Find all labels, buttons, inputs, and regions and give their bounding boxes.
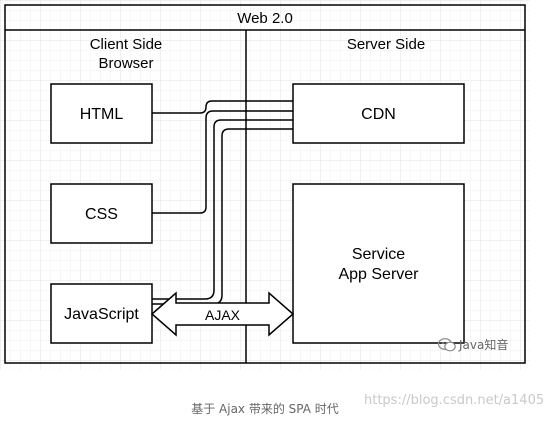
connector-css-cdn bbox=[152, 110, 293, 214]
connector-html-cdn bbox=[152, 100, 293, 114]
outer-frame bbox=[4, 4, 526, 364]
service-box-label-2: App Server bbox=[338, 266, 419, 283]
javascript-box bbox=[50, 283, 153, 344]
connector-js-cdn-1 bbox=[152, 119, 293, 300]
wechat-label: Java知音 bbox=[459, 338, 509, 352]
javascript-box-label: JavaScript bbox=[64, 306, 139, 323]
cdn-box bbox=[292, 83, 465, 144]
ajax-label: AJAX bbox=[205, 307, 241, 323]
server-header: Server Side bbox=[347, 36, 425, 53]
wechat-icon bbox=[437, 337, 456, 352]
html-box bbox=[50, 83, 153, 144]
client-header-line2: Browser bbox=[98, 55, 153, 72]
client-header-line1: Client Side bbox=[90, 36, 163, 53]
html-box-label: HTML bbox=[80, 106, 124, 123]
web2-diagram: Web 2.0 Client Side Browser Server Side … bbox=[0, 0, 530, 370]
watermark: https://blog.csdn.net/a1405 bbox=[364, 393, 544, 408]
diagram-title: Web 2.0 bbox=[237, 10, 293, 27]
service-box bbox=[292, 183, 465, 344]
service-box-label-1: Service bbox=[352, 246, 405, 263]
css-box-label: CSS bbox=[85, 206, 118, 223]
ajax-double-arrow bbox=[150, 291, 295, 337]
wechat-badge: Java知音 bbox=[437, 336, 509, 353]
cdn-box-label: CDN bbox=[361, 106, 396, 123]
css-box bbox=[50, 183, 153, 244]
figure-caption: 基于 Ajax 带来的 SPA 时代 bbox=[191, 402, 339, 416]
